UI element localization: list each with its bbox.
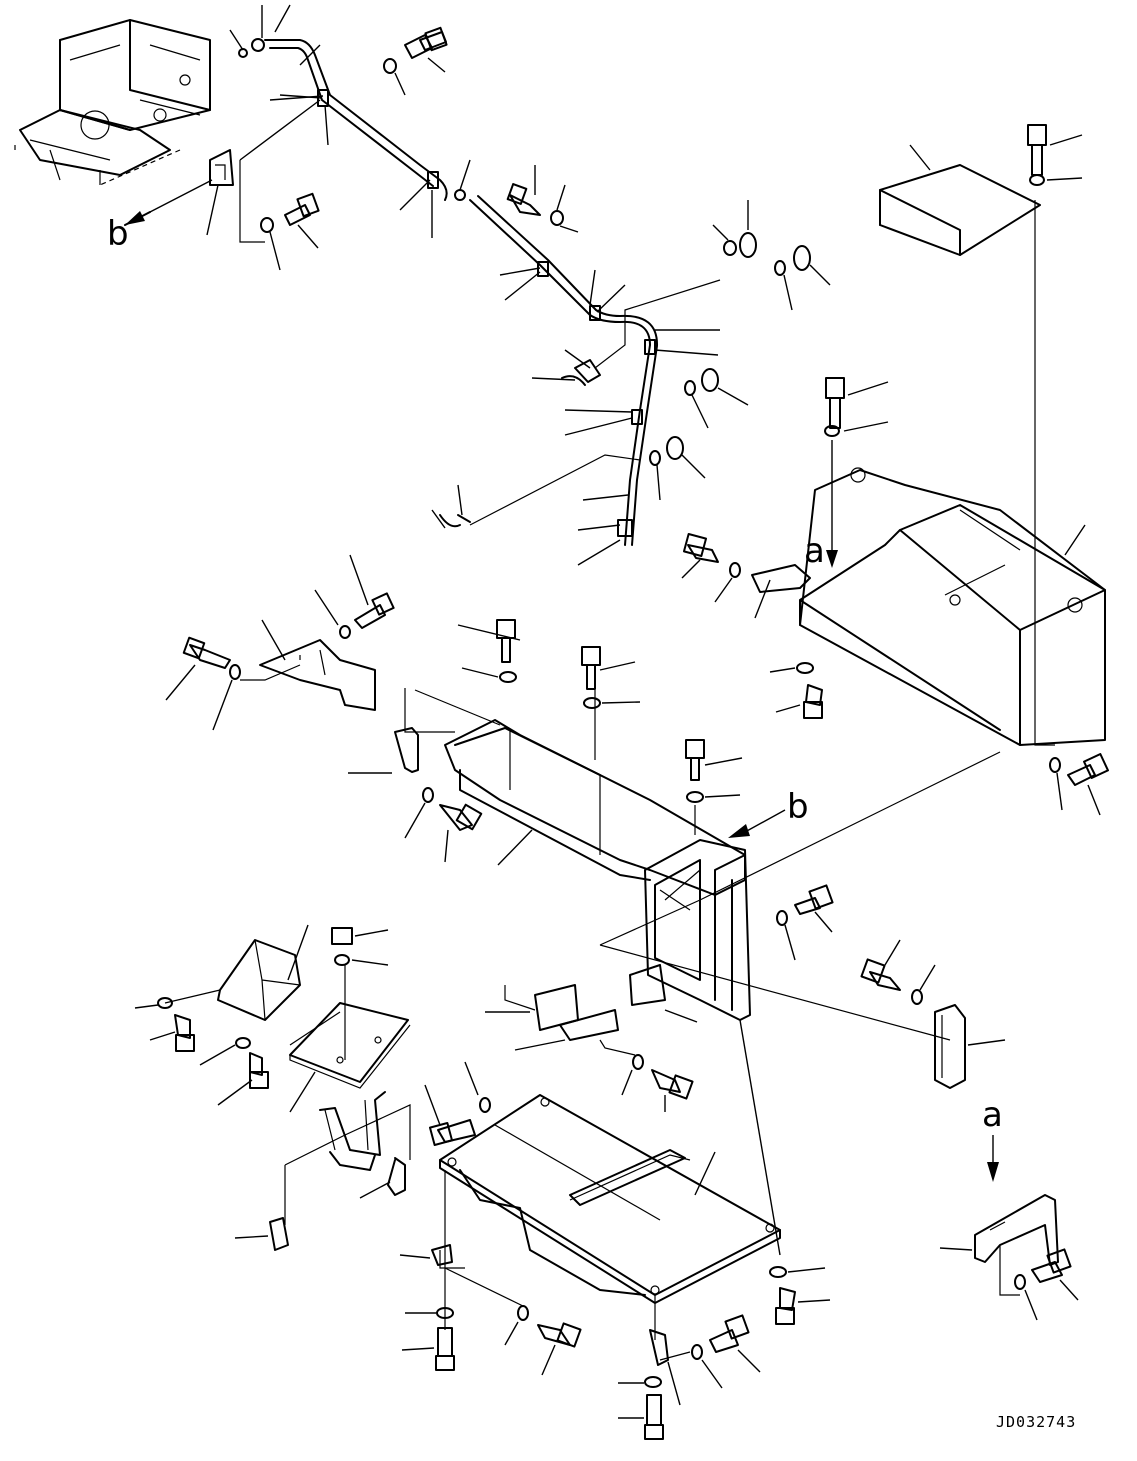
bottom-mid-plates <box>485 964 698 1112</box>
battery-box <box>799 377 1106 746</box>
under-cover <box>439 1094 781 1340</box>
view-label-b-upper: b <box>107 214 129 254</box>
view-label-b-middle: b <box>787 787 809 827</box>
main-tray <box>348 619 746 896</box>
left-bracket <box>165 554 395 731</box>
bottom-left-plates <box>134 924 411 1251</box>
view-label-a-lower: a <box>982 1095 1003 1135</box>
pipe-assembly <box>238 38 659 546</box>
machine-reference-outline <box>14 19 211 186</box>
battery-frame <box>599 751 1001 1256</box>
right-corner-bracket <box>939 1135 1079 1321</box>
pipe-leader-lines <box>229 4 720 566</box>
view-arrow-b-middle <box>728 809 786 838</box>
right-middle-fasteners <box>776 884 1006 1089</box>
bottom-fasteners <box>399 1061 831 1440</box>
box-side-fasteners <box>681 532 1109 816</box>
drawing-code: JD032743 <box>996 1413 1076 1431</box>
top-bolts-washers <box>124 26 831 529</box>
view-label-a-upper: a <box>804 531 825 571</box>
top-cover-plate <box>879 124 1083 530</box>
